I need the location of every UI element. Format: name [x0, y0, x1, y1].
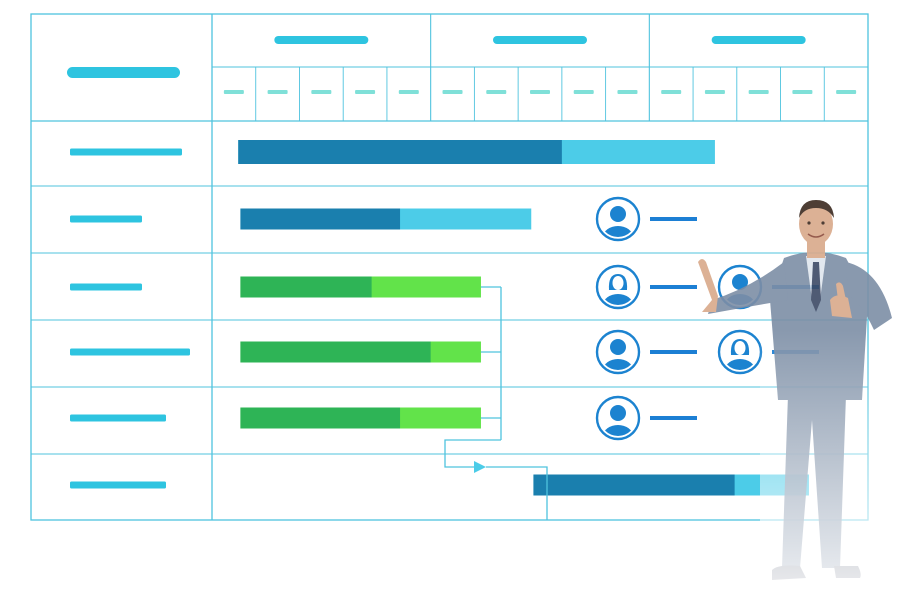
avatar-figure: [603, 206, 633, 237]
gantt-header: [67, 36, 857, 94]
avatar-head: [610, 206, 626, 222]
row-label-placeholder: [70, 414, 166, 422]
person-thumb: [836, 282, 846, 300]
user-male-icon: [595, 395, 641, 441]
assignee-name-placeholder: [650, 416, 697, 420]
subdivision-tick-placeholder: [617, 90, 638, 94]
user-male-icon: [595, 329, 641, 375]
person-arm-left: [708, 262, 788, 314]
person-fade-overlay: [760, 330, 900, 590]
person-smile: [807, 233, 825, 238]
avatar-head: [732, 274, 748, 290]
period-label-placeholder: [274, 36, 369, 44]
assignee-name-placeholder: [650, 217, 697, 221]
subdivision-tick-placeholder: [661, 90, 682, 94]
row-label-placeholder: [70, 348, 190, 356]
avatar-figure: [603, 274, 633, 305]
avatar-body: [603, 226, 633, 237]
person-hand-thumbsup: [830, 295, 852, 318]
header-title-placeholder: [67, 67, 180, 78]
user-male-icon: [595, 196, 641, 242]
row-label-placeholder: [70, 481, 166, 489]
period-label-placeholder: [711, 36, 806, 44]
subdivision-tick-placeholder: [442, 90, 463, 94]
subdivision-tick-placeholder: [355, 90, 376, 94]
subdivision-tick-placeholder: [836, 90, 857, 94]
dependency-tail: [486, 466, 548, 520]
user-female-icon: [717, 329, 763, 375]
avatar-figure: [603, 405, 633, 436]
avatar-figure: [603, 339, 633, 370]
task-bar-progress: [240, 276, 372, 298]
task-bar-progress: [240, 341, 431, 363]
person-hand-open: [698, 259, 718, 312]
person-arm-right: [846, 262, 892, 330]
task-bar-progress: [238, 140, 562, 164]
task-bar-progress: [240, 208, 401, 230]
person-head: [799, 203, 833, 245]
avatar-body: [603, 425, 633, 436]
subdivision-tick-placeholder: [530, 90, 550, 94]
avatar-figure: [725, 339, 755, 370]
period-label-placeholder: [493, 36, 587, 44]
row-labels: [70, 148, 190, 489]
arrow-right-icon: [474, 461, 486, 473]
person-eye-right: [821, 221, 825, 225]
subdivision-tick-placeholder: [267, 90, 288, 94]
person-tie: [811, 262, 821, 312]
avatar-face: [734, 341, 746, 355]
task-bars: [238, 140, 809, 496]
subdivision-tick-placeholder: [792, 90, 813, 94]
grid-frame: [30, 13, 869, 521]
avatar-body: [603, 294, 633, 305]
task-bar-progress: [533, 474, 735, 496]
person-eye-left: [807, 221, 811, 225]
subdivision-tick-placeholder: [573, 90, 594, 94]
subdivision-tick-placeholder: [748, 90, 769, 94]
avatar-face: [612, 276, 624, 290]
task-bar-progress: [240, 407, 401, 429]
avatar-head: [610, 339, 626, 355]
assignee-name-placeholder: [650, 350, 697, 354]
row-label-placeholder: [70, 148, 182, 156]
person-hair: [799, 200, 834, 218]
subdivision-tick-placeholder: [311, 90, 332, 94]
dependency-connector: [444, 286, 548, 520]
subdivision-tick-placeholder: [398, 90, 419, 94]
user-female-icon: [595, 264, 641, 310]
assignee-avatars: [595, 196, 819, 441]
subdivision-tick-placeholder: [704, 90, 725, 94]
row-label-placeholder: [70, 215, 142, 223]
person-neck: [807, 240, 825, 258]
dependency-path: [444, 439, 501, 468]
gantt-grid: [30, 13, 869, 521]
row-label-placeholder: [70, 283, 142, 291]
subdivision-tick-placeholder: [486, 90, 507, 94]
avatar-head: [610, 405, 626, 421]
avatar-body: [603, 359, 633, 370]
subdivision-tick-placeholder: [223, 90, 244, 94]
assignee-name-placeholder: [650, 285, 697, 289]
avatar-body: [725, 359, 755, 370]
businessman-figure: [698, 200, 900, 590]
